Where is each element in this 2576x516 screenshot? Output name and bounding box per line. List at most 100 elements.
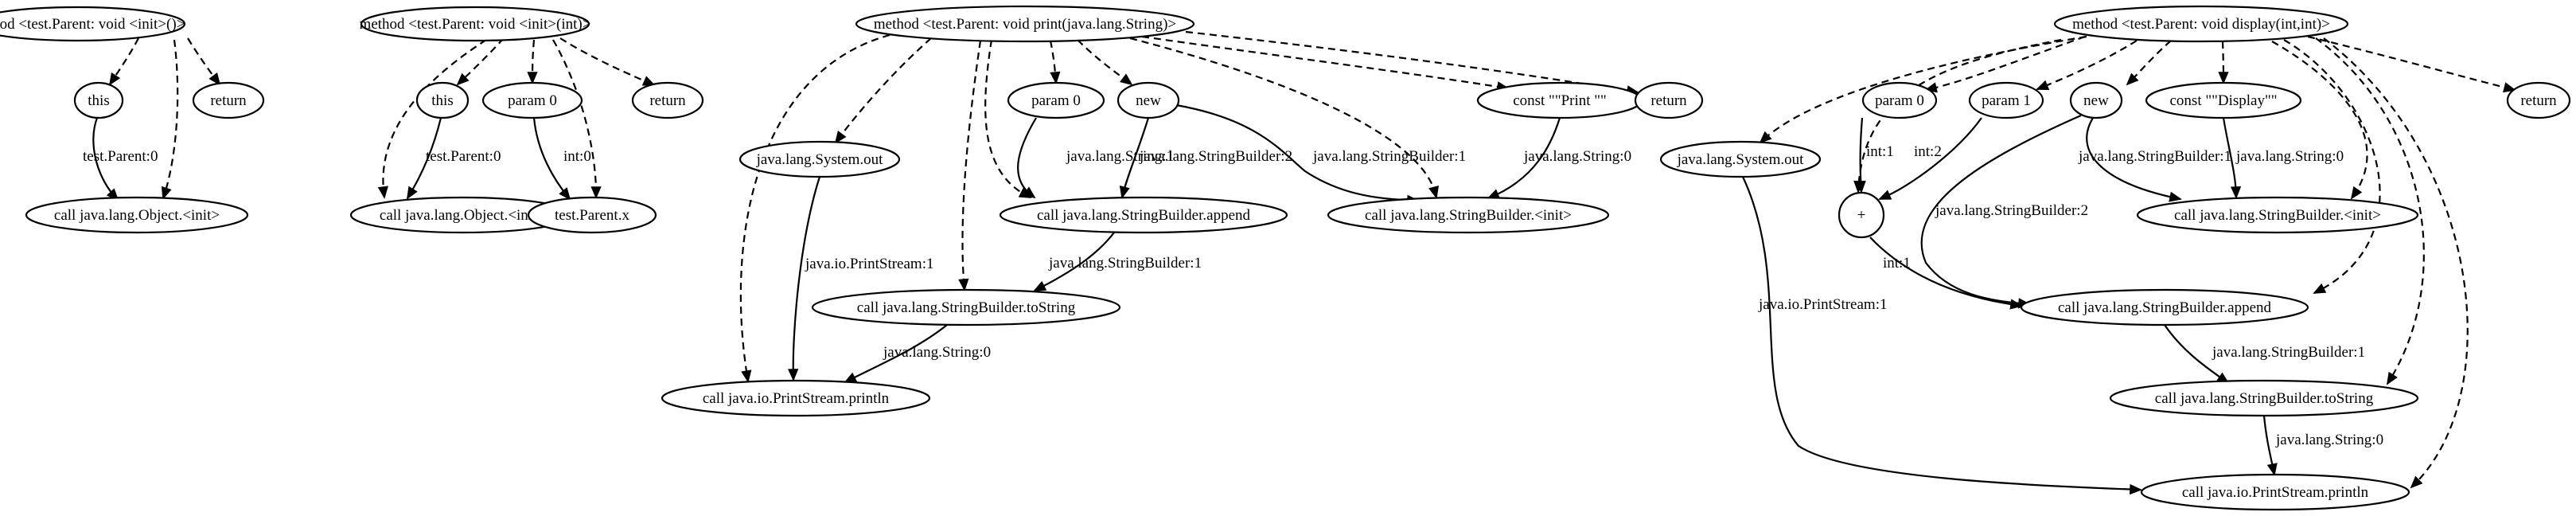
node-g3-append[interactable]: call java.lang.StringBuilder.append — [999, 196, 1288, 234]
arrowhead-icon — [844, 372, 858, 383]
node-g3-m[interactable]: method <test.Parent: void print(java.lan… — [855, 5, 1195, 43]
node-g1-call[interactable]: call java.lang.Object.<init> — [25, 196, 249, 234]
edge-line — [1017, 117, 1037, 198]
edge-line — [1760, 35, 2087, 143]
node-g3-sysout[interactable]: java.lang.System.out — [739, 140, 901, 178]
node-g4-sysout[interactable]: java.lang.System.out — [1659, 140, 1822, 178]
edge-g1-m-to-ret — [187, 37, 221, 86]
node-g3-tostr[interactable]: call java.lang.StringBuilder.toString — [811, 288, 1121, 326]
edge-line — [382, 39, 487, 198]
node-g3-new[interactable]: new — [1117, 81, 1180, 119]
edge-label: java.lang.StringBuilder:1 — [1048, 255, 1202, 272]
edge-line — [835, 37, 932, 143]
edge-label: java.lang.String:1 — [1066, 148, 1174, 165]
edge-line — [792, 176, 821, 381]
edge-g2-m-to-p0 — [527, 39, 538, 84]
node-g4-sbinit[interactable]: call java.lang.StringBuilder.<init> — [2136, 196, 2419, 234]
node-g3-println[interactable]: call java.io.PrintStream.println — [661, 379, 931, 417]
node-g4-println[interactable]: call java.io.PrintStream.println — [2140, 473, 2410, 511]
node-ellipse — [527, 196, 657, 234]
node-g3-sbinit[interactable]: call java.lang.StringBuilder.<init> — [1327, 196, 1610, 234]
edge-g3-p0-to-append: java.lang.String:1 — [1017, 117, 1174, 199]
node-g4-m[interactable]: method <test.Parent: void display(int,in… — [2053, 5, 2349, 43]
node-ellipse — [2109, 379, 2419, 417]
edge-line — [1175, 104, 1419, 202]
node-g3-const[interactable]: const ""Print "" — [1476, 81, 1643, 119]
node-g4-tostr[interactable]: call java.lang.StringBuilder.toString — [2109, 379, 2419, 417]
edge-g4-append-to-tostr: java.lang.StringBuilder:1 — [2164, 324, 2365, 385]
arrowhead-icon — [2503, 82, 2516, 93]
node-g1-this[interactable]: this — [73, 81, 124, 119]
node-g4-plus[interactable]: + — [1837, 191, 1885, 239]
edge-g4-m-to-tostr — [2315, 37, 2425, 385]
arrowhead-icon — [2266, 463, 2278, 476]
node-label: call java.lang.Object.<init> — [54, 207, 220, 224]
node-g2-this[interactable]: this — [415, 81, 470, 119]
node-ellipse — [0, 6, 186, 42]
node-g3-p0[interactable]: param 0 — [1007, 81, 1105, 119]
node-ellipse — [25, 196, 249, 234]
edge-label: java.lang.StringBuilder:1 — [1312, 148, 1466, 165]
node-ellipse — [2145, 81, 2302, 119]
node-label: this — [431, 92, 453, 109]
node-label: call java.lang.StringBuilder.append — [1037, 207, 1251, 224]
node-ellipse — [999, 196, 1288, 234]
edge-line — [2126, 40, 2172, 85]
node-ellipse — [661, 379, 931, 417]
node-ellipse — [2020, 288, 2309, 326]
node-label: + — [1857, 207, 1866, 224]
node-g2-call[interactable]: call java.lang.Object.<init> — [349, 196, 575, 234]
arrowhead-icon — [407, 186, 418, 200]
node-g1-m[interactable]: method <test.Parent: void <init>()> — [0, 6, 186, 42]
edge-label: int:1 — [1866, 143, 1894, 160]
node-ellipse — [2053, 5, 2349, 43]
node-ellipse — [2136, 196, 2419, 234]
edge-label: java.lang.StringBuilder:1 — [2212, 344, 2365, 361]
node-g4-p0[interactable]: param 0 — [1861, 81, 1938, 119]
node-g3-ret[interactable]: return — [1634, 81, 1704, 119]
node-g4-p1[interactable]: param 1 — [1968, 81, 2044, 119]
arrowhead-icon — [2386, 371, 2398, 385]
node-g4-const[interactable]: const ""Display"" — [2145, 81, 2302, 119]
arrowhead-icon — [559, 187, 571, 201]
node-ellipse — [1007, 81, 1105, 119]
node-g2-fx[interactable]: test.Parent.x — [527, 196, 657, 234]
node-g4-new[interactable]: new — [2069, 81, 2123, 119]
edge-line — [2086, 117, 2181, 201]
node-ellipse — [1659, 140, 1822, 178]
arrowhead-icon — [208, 72, 221, 86]
edge-g4-m-to-ret — [2307, 35, 2516, 93]
node-label: this — [88, 92, 109, 109]
node-label: return — [210, 92, 247, 109]
edge-label: test.Parent:0 — [83, 148, 158, 165]
edge-line — [2315, 37, 2425, 385]
node-ellipse — [2506, 81, 2571, 119]
arrowhead-icon — [1120, 73, 1133, 86]
edge-g4-new-to-sbinit: java.lang.StringBuilder:1 — [2078, 117, 2231, 202]
edge-label: java.lang.String:0 — [2275, 432, 2383, 448]
edge-g1-m-to-call — [161, 39, 179, 200]
arrowhead-icon — [741, 369, 752, 383]
node-label: new — [2083, 92, 2109, 109]
node-g4-append[interactable]: call java.lang.StringBuilder.append — [2020, 288, 2309, 326]
node-ellipse — [1327, 196, 1610, 234]
node-g4-ret[interactable]: return — [2506, 81, 2571, 119]
edge-g2-m-to-fx — [552, 39, 602, 199]
arrowhead-icon — [2009, 299, 2023, 310]
node-label: java.lang.System.out — [756, 151, 884, 168]
edge-line — [2271, 41, 2368, 199]
arrowhead-icon — [1428, 186, 1439, 199]
edge-g4-m-to-p1 — [2036, 40, 2138, 91]
edge-g1-this-to-call: test.Parent:0 — [83, 117, 158, 201]
node-g2-m[interactable]: method <test.Parent: void <init>(int)> — [360, 6, 591, 42]
node-ellipse — [360, 6, 590, 42]
node-label: param 0 — [508, 92, 557, 109]
node-g2-p0[interactable]: param 0 — [481, 81, 583, 119]
node-label: test.Parent.x — [555, 207, 629, 224]
node-g1-ret[interactable]: return — [192, 81, 265, 119]
edge-g2-this-to-call: test.Parent:0 — [407, 117, 501, 200]
edge-g3-m-to-p0 — [1049, 40, 1061, 84]
node-ellipse — [631, 81, 704, 119]
node-g2-ret[interactable]: return — [631, 81, 704, 119]
